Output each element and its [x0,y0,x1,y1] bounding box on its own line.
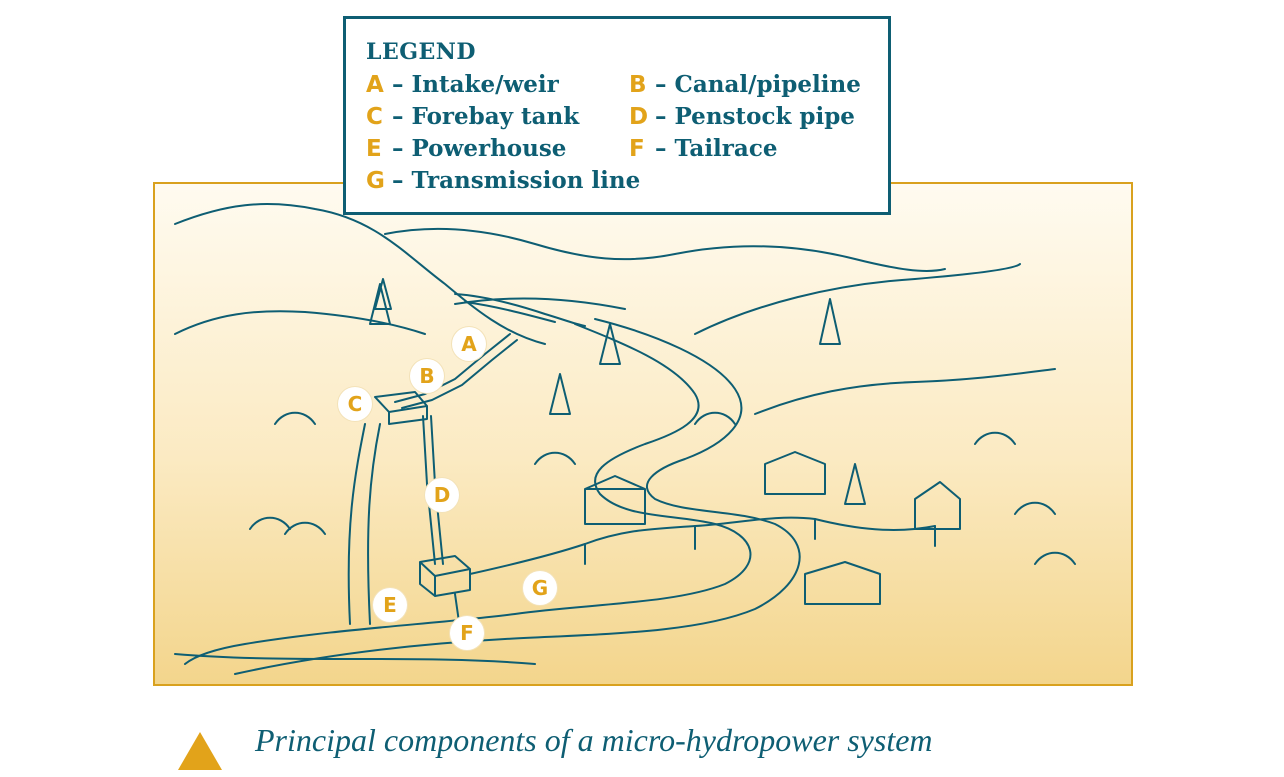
legend-item-a: A – Intake/weir [366,71,559,98]
hill-left [174,203,546,345]
poles [584,518,936,565]
legend-label: – Transmission line [392,167,641,194]
legend-item-d: D– Penstock pipe [629,103,855,130]
marker-f: F [450,616,484,650]
shrubs-mid [534,411,736,465]
powerhouse [419,555,471,597]
house-3 [914,481,961,530]
legend-letter: G [366,168,385,194]
legend-label: – Forebay tank [392,103,580,130]
legend-label: – Powerhouse [392,135,567,162]
house-4 [804,561,881,605]
legend-letter: F [629,136,645,162]
pine-2 [599,323,621,365]
river-bank-1 [184,323,752,665]
marker-a: A [452,327,486,361]
triangle-icon [178,732,222,770]
legend-label: – Penstock pipe [655,103,855,130]
legend-letter: C [366,104,383,130]
forebay-tank [374,391,428,425]
legend-item-e: E – Powerhouse [366,135,566,162]
house-1 [584,475,646,525]
marker-b: B [410,359,444,393]
shrubs-left [249,411,326,535]
marker-c: C [338,387,372,421]
canal-2 [401,339,518,409]
marker-e: E [373,588,407,622]
legend-item-f: F – Tailrace [629,135,777,162]
transmission-line [469,516,936,575]
weir-water-2 [464,301,556,323]
river-bank-2 [234,318,801,675]
marker-d: D [425,478,459,512]
hill-far [174,310,426,335]
house-2 [764,451,826,495]
legend-label: – Tailrace [655,135,778,162]
legend-letter: B [629,72,647,98]
pine-5 [844,463,866,505]
landscape-sketch [174,203,1076,675]
legend-label: – Intake/weir [392,71,559,98]
legend-letter: A [366,72,384,98]
legend-letter: E [366,136,382,162]
penstock-pipe [422,415,436,565]
legend-letter: D [629,104,649,130]
weir-water [454,293,586,327]
hill-right [694,263,1021,335]
slope-lines [347,423,381,625]
legend-item-g: G – Transmission line [366,167,640,194]
legend-label: – Canal/pipeline [655,71,861,98]
pine-3 [549,373,571,415]
hill-right-lower [754,368,1056,415]
illustration-panel: A B C D E F G [153,182,1133,686]
figure-caption: Principal components of a micro-hydropow… [255,722,933,758]
canal [394,333,511,403]
shrubs-right [974,431,1076,565]
marker-g: G [523,571,557,605]
foreground [174,653,536,665]
legend-box: LEGEND A– Intake/weir B– Canal/pipeline … [343,16,891,215]
legend-item-b: B – Canal/pipeline [629,71,861,98]
legend-title: LEGEND [366,39,476,65]
hill-center [384,227,946,272]
legend-item-c: C – Forebay tank [366,103,579,130]
pine-1 [369,278,392,325]
ridge-line [454,297,626,310]
pine-4 [819,298,841,345]
